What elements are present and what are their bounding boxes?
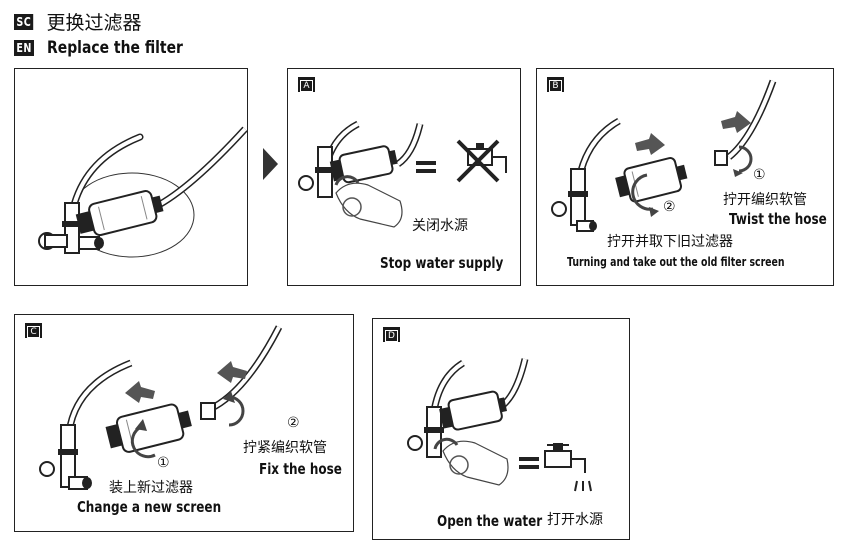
sc-badge: SC (14, 13, 34, 30)
rotate-arrow-icon (433, 437, 459, 450)
panel-c-step1-zh: 装上新过滤器 (109, 480, 193, 496)
panel-a: A (287, 68, 521, 286)
arrow-right-icon (721, 111, 751, 133)
arrow-right-icon (263, 148, 278, 180)
panel-b-tag: B (547, 77, 564, 92)
panel-c-tag: C (25, 323, 42, 338)
faucet-icon (407, 406, 444, 458)
hand-icon (442, 440, 509, 486)
overview-illustration (38, 126, 248, 258)
panel-c-step2-en: Fix the hose (259, 460, 342, 478)
faucet-icon (38, 202, 104, 254)
panel-a-zh: 关闭水源 (412, 218, 468, 234)
rotate-arrow-icon (228, 395, 245, 427)
hose-nut (714, 150, 728, 166)
en-title: Replace the filter (47, 38, 184, 58)
filter-icon (75, 190, 164, 237)
filter-icon (105, 403, 192, 453)
panel-c-step2-zh: 拧紧编织软管 (243, 440, 327, 456)
panel-c-step2-num: ② (287, 415, 300, 431)
panel-a-illustration (298, 120, 507, 228)
panel-b-step2-en: Turning and take out the old filter scre… (567, 255, 785, 269)
header-sc: SC 更换过滤器 (14, 8, 141, 35)
faucet-icon (39, 424, 92, 490)
overview-panel (14, 68, 248, 286)
panel-c-step1-num: ① (157, 455, 170, 471)
panel-d-en: Open the water (437, 512, 543, 530)
en-badge: EN (14, 40, 35, 56)
panel-c-step1-en: Change a new screen (77, 498, 222, 516)
hose-nut (200, 402, 216, 420)
panel-b-illustration (551, 79, 777, 232)
filter-icon (615, 157, 688, 203)
faucet-icon (544, 443, 586, 473)
panel-d-zh: 打开水源 (547, 512, 603, 528)
panel-c-illustration (39, 325, 283, 490)
arrow-left-icon (217, 361, 247, 383)
panel-c: C ① 装上新过滤器 Change a new screen ② 拧紧编织软管 … (14, 314, 354, 532)
panel-b-step1-zh: 拧开编织软管 (723, 192, 807, 208)
panel-d-tag: D (383, 327, 400, 342)
panel-b: B ① 拧开编织软管 Twist the hose ② 拧开并取下旧过滤器 Tu… (536, 68, 834, 286)
rotate-arrow-icon (334, 175, 360, 186)
cross-icon (456, 139, 500, 183)
hand-icon (335, 182, 403, 228)
filter-icon (439, 390, 508, 431)
equals-icon (519, 457, 539, 469)
panel-b-step2-num: ② (663, 199, 676, 215)
panel-d-illustration (407, 358, 592, 492)
panel-a-en: Stop water supply (380, 254, 504, 272)
faucet-icon (551, 168, 597, 232)
arrow-left-icon (125, 381, 155, 403)
equals-icon (416, 161, 436, 173)
filter-icon (329, 145, 398, 184)
panel-a-tag: A (298, 77, 315, 92)
panel-b-step1-en: Twist the hose (729, 210, 827, 228)
rotate-arrow-icon (738, 145, 753, 173)
faucet-icon (298, 146, 335, 198)
header-en: EN Replace the filter (14, 38, 213, 58)
rotate-arrow-icon (631, 173, 654, 211)
sc-title: 更换过滤器 (46, 12, 142, 34)
panel-d: D (372, 318, 630, 540)
water-drops (574, 480, 592, 492)
rotate-arrow-icon (130, 425, 156, 459)
arrow-right-icon (635, 133, 665, 155)
panel-b-step2-zh: 拧开并取下旧过滤器 (607, 234, 733, 250)
panel-b-step1-num: ① (753, 167, 766, 183)
